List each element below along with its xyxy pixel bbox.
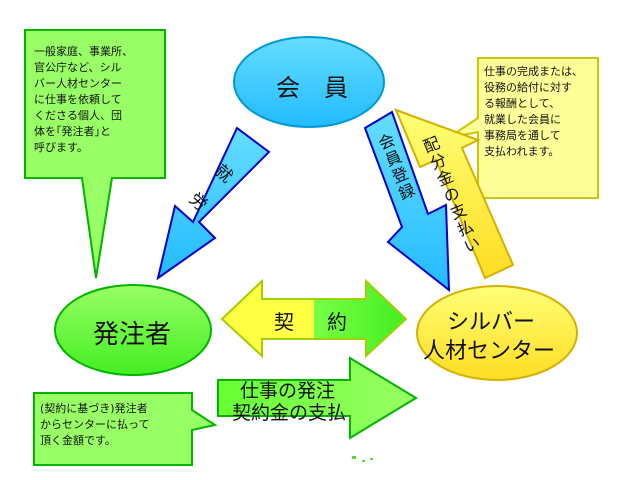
work-arrow (156, 126, 271, 281)
order-label-line1: 仕事の発注 (240, 380, 336, 402)
contract-label-left: 契 (274, 310, 294, 334)
contract-arrow (220, 278, 408, 359)
distribution-note-box (447, 57, 599, 199)
distribution-arrow (394, 108, 515, 280)
center-label-line1: シルバー (447, 310, 536, 335)
member-node (233, 36, 385, 128)
order-label-line2: 契約金の支払 (232, 402, 347, 424)
stray-marks (352, 456, 373, 462)
distribution-note-text: 仕事の完成または、 役務の給付に対す る報酬として、 就業した会員に 事務局を通… (484, 65, 583, 158)
order-payment-arrow (217, 356, 418, 440)
contract-note-box (33, 392, 218, 466)
client-note-box (24, 29, 166, 279)
contract-label-right: 約 (327, 310, 347, 334)
client-label: 発注者 (93, 320, 172, 350)
registration-arrow (363, 110, 451, 293)
client-node (54, 284, 212, 376)
member-label: 会 員 (276, 74, 348, 102)
client-note-text: 一般家庭、事業所、 官公庁など、シル バー人材センター に仕事を依頼して くださ… (34, 45, 133, 154)
center-label-line2: 人材センター (423, 339, 556, 364)
center-node (416, 285, 578, 381)
contract-note-text: (契約に基づき)発注者 からセンターに払って 頂く金額です。 (40, 402, 150, 447)
